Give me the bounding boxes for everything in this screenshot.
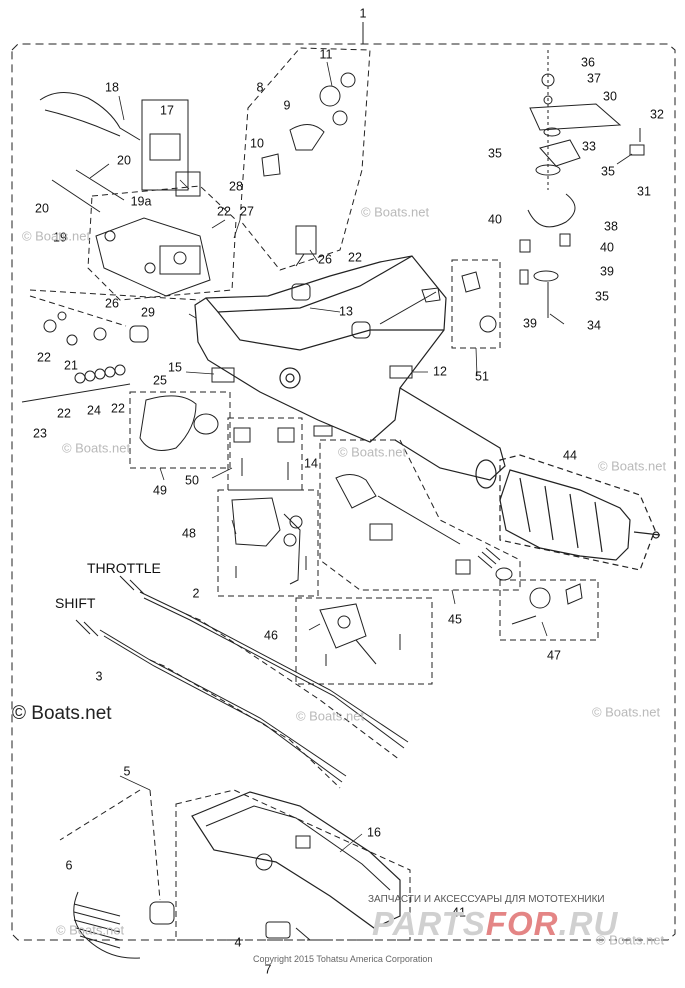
part-label-18: 18: [105, 80, 119, 95]
boats-net-watermark: © Boats.net: [21, 228, 91, 244]
part-label-10: 10: [250, 136, 264, 151]
part-label-26-a: 26: [105, 296, 119, 311]
part-label-40-b: 39: [523, 316, 537, 331]
part-label-49: 48: [182, 526, 196, 541]
part-label-8: 8: [256, 80, 264, 95]
part-label-9: 9: [283, 98, 291, 113]
boats-net-watermark: © Boats.net: [360, 204, 430, 220]
boats-net-watermark: © Boats.net: [55, 922, 125, 938]
part-label-31: 31: [637, 184, 651, 199]
part-label-22-a: 22: [217, 204, 231, 219]
part-label-11: 11: [319, 47, 333, 62]
part-label-30: 30: [603, 89, 617, 104]
boats-net-watermark: © Boats.net: [61, 440, 131, 456]
promo-russian-text: ЗАПЧАСТИ И АКСЕССУАРЫ ДЛЯ МОТОТЕХНИКИ: [368, 894, 605, 905]
part-label-52: 51: [475, 369, 489, 384]
shift-cable-label: SHIFT: [55, 595, 96, 611]
part-label-35: 35: [601, 164, 615, 179]
promo-site-logo: PARTSFOR.RU: [372, 905, 619, 942]
part-label-20-upper: 20: [117, 153, 131, 168]
part-label-5: 5: [123, 764, 131, 779]
boats-net-watermark: © Boats.net: [337, 444, 407, 460]
part-label-37: 36: [581, 55, 595, 70]
part-label-4: 4: [234, 935, 242, 950]
part-label-33: 33: [582, 139, 596, 154]
throttle-shift-cables: [75, 575, 409, 789]
lower-case-group: [59, 789, 411, 959]
part-label-51: 50: [185, 473, 199, 488]
part-label-22-c: 22: [37, 350, 51, 365]
fitting-group-48: [499, 579, 599, 641]
assembly-1-frame: [11, 43, 676, 941]
boats-net-watermark-main: © Boats.net: [12, 703, 112, 724]
part-label-44: 41: [452, 905, 466, 920]
part-label-41-b: 40: [600, 240, 614, 255]
part-label-3: 3: [95, 669, 103, 684]
part-label-47: 46: [264, 628, 278, 643]
part-label-24: 24: [87, 403, 101, 418]
part-label-22-e: 22: [111, 401, 125, 416]
part-label-23: 23: [33, 426, 47, 441]
part-label-13: 13: [339, 304, 353, 319]
boats-net-watermark: © Boats.net: [295, 708, 365, 724]
part-label-48: 47: [547, 648, 561, 663]
boats-net-watermark: © Boats.net: [595, 932, 665, 948]
part-label-41-a: 40: [488, 212, 502, 227]
part-label-6: 6: [65, 858, 73, 873]
part-label-17: 17: [160, 103, 174, 118]
fitting-group-51: [227, 417, 303, 491]
part-label-20-lower: 20: [35, 201, 49, 216]
part-label-32: 32: [650, 107, 664, 122]
part-label-15: 15: [168, 360, 182, 375]
fitting-group-52: [451, 259, 501, 349]
part-label-14: 14: [304, 456, 318, 471]
tiller-handle-body: [194, 255, 506, 489]
part-label-45: 44: [563, 448, 577, 463]
part-label-36-a: 35: [488, 146, 502, 161]
part-label-26-b: 26: [318, 252, 332, 267]
friction-parts-group: [519, 50, 645, 318]
stop-switch-group: [239, 47, 371, 271]
shift-lever-group: [129, 391, 231, 469]
part-label-29: 29: [141, 305, 155, 320]
part-label-22-b: 22: [348, 250, 362, 265]
part-label-19a: 19a: [130, 194, 152, 209]
part-label-22-d: 22: [57, 406, 71, 421]
part-label-28: 28: [229, 179, 243, 194]
throttle-grip: [499, 454, 661, 571]
part-label-21: 21: [64, 358, 78, 373]
throttle-link-group: [217, 489, 319, 597]
boats-net-watermark: © Boats.net: [591, 704, 661, 720]
boats-net-watermark: © Boats.net: [597, 458, 667, 474]
part-label-1: 1: [359, 6, 367, 21]
part-label-2: 2: [192, 586, 200, 601]
copyright-text: Copyright 2015 Tohatsu America Corporati…: [253, 954, 433, 964]
part-label-38: 37: [587, 71, 601, 86]
part-label-16: 16: [367, 825, 381, 840]
part-label-40-a: 39: [600, 264, 614, 279]
part-label-36-b: 35: [595, 289, 609, 304]
part-label-25: 25: [153, 373, 167, 388]
shift-link-group: [295, 597, 433, 685]
part-label-19: 19: [53, 230, 67, 245]
harness-switch-group: [21, 92, 237, 403]
part-label-50: 49: [153, 483, 167, 498]
throttle-cable-label: THROTTLE: [87, 560, 161, 576]
part-label-39: 38: [604, 219, 618, 234]
part-label-12: 12: [433, 364, 447, 379]
throttle-cam-group: [319, 439, 521, 591]
part-label-34: 34: [587, 318, 601, 333]
part-label-46: 45: [448, 612, 462, 627]
part-label-27: 27: [240, 204, 254, 219]
part-label-7: 7: [264, 962, 272, 977]
